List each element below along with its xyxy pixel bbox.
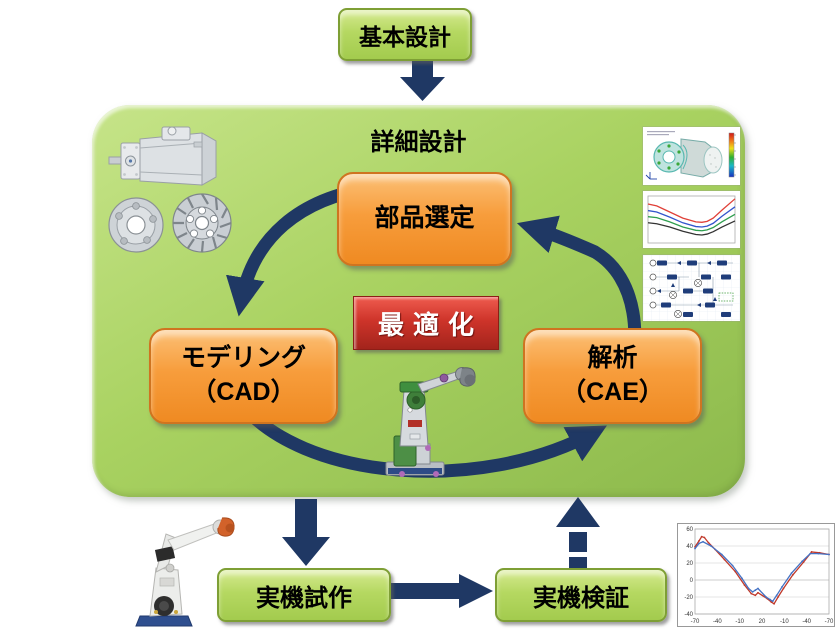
verification-label: 実機検証 bbox=[533, 584, 629, 612]
red-series bbox=[694, 535, 830, 605]
robot-prototype-photo bbox=[135, 517, 235, 627]
svg-text:40: 40 bbox=[686, 544, 693, 550]
svg-text:-40: -40 bbox=[802, 619, 811, 625]
motor-cad-image bbox=[108, 126, 217, 186]
blue-series bbox=[694, 541, 830, 603]
prototype-box: 実機試作 bbox=[217, 568, 391, 622]
detailed-design-title: 詳細設計 bbox=[370, 129, 467, 156]
block-diagram-thumbnail bbox=[643, 255, 740, 321]
gears-cad-image bbox=[108, 193, 232, 253]
modeling-cad-box: モデリング （CAD） bbox=[149, 328, 338, 424]
fea-result-thumbnail bbox=[643, 127, 740, 185]
optimization-box: 最適化 bbox=[353, 296, 499, 350]
svg-text:-70: -70 bbox=[825, 619, 834, 625]
color-scale-bar bbox=[728, 132, 735, 178]
dashed-up-arrow-head bbox=[556, 497, 600, 527]
parts-selection-box: 部品選定 bbox=[337, 172, 512, 266]
blue-series bbox=[647, 206, 736, 228]
svg-text:-40: -40 bbox=[684, 612, 693, 618]
svg-text:60: 60 bbox=[686, 527, 693, 533]
analysis-label-line2: （CAE） bbox=[561, 378, 664, 406]
verification-box: 実機検証 bbox=[495, 568, 667, 622]
parts-selection-label: 部品選定 bbox=[374, 204, 475, 233]
svg-text:-40: -40 bbox=[713, 619, 722, 625]
prototype-label: 実機試作 bbox=[256, 584, 352, 612]
optimization-label: 最適化 bbox=[377, 309, 483, 340]
robot-cad-image bbox=[385, 367, 476, 477]
block-diagram-image bbox=[643, 255, 740, 321]
black-series bbox=[647, 220, 736, 236]
axis-triad-icon bbox=[645, 172, 657, 180]
basic-design-box: 基本設計 bbox=[338, 8, 472, 61]
svg-text:-10: -10 bbox=[780, 619, 789, 625]
red-series bbox=[647, 198, 736, 223]
down-arrow-detailed-to-prototype bbox=[282, 499, 330, 566]
dashed-up-arrow-dash bbox=[569, 532, 587, 552]
svg-text:20: 20 bbox=[759, 619, 766, 625]
green-series bbox=[647, 213, 736, 232]
dashed-up-arrow-dash bbox=[569, 557, 587, 568]
dashed-up-arrow-verification-to-analysis bbox=[556, 497, 600, 568]
modeling-label-line1: モデリング bbox=[180, 344, 306, 373]
svg-text:20: 20 bbox=[686, 561, 693, 567]
modeling-label-line2: （CAD） bbox=[191, 378, 296, 406]
analysis-cae-box: 解析 （CAE） bbox=[523, 328, 702, 424]
cae-curves-thumbnail bbox=[643, 191, 740, 248]
right-arrow-prototype-to-verification bbox=[390, 574, 493, 608]
svg-text:-70: -70 bbox=[691, 619, 700, 625]
analysis-label-line1: 解析 bbox=[587, 344, 638, 373]
fea-result-image bbox=[645, 131, 736, 180]
svg-text:-10: -10 bbox=[735, 619, 744, 625]
down-arrow-basic-to-detailed bbox=[400, 57, 445, 101]
svg-text:-20: -20 bbox=[684, 595, 693, 601]
svg-text:0: 0 bbox=[690, 578, 694, 584]
basic-design-label: 基本設計 bbox=[359, 23, 451, 50]
